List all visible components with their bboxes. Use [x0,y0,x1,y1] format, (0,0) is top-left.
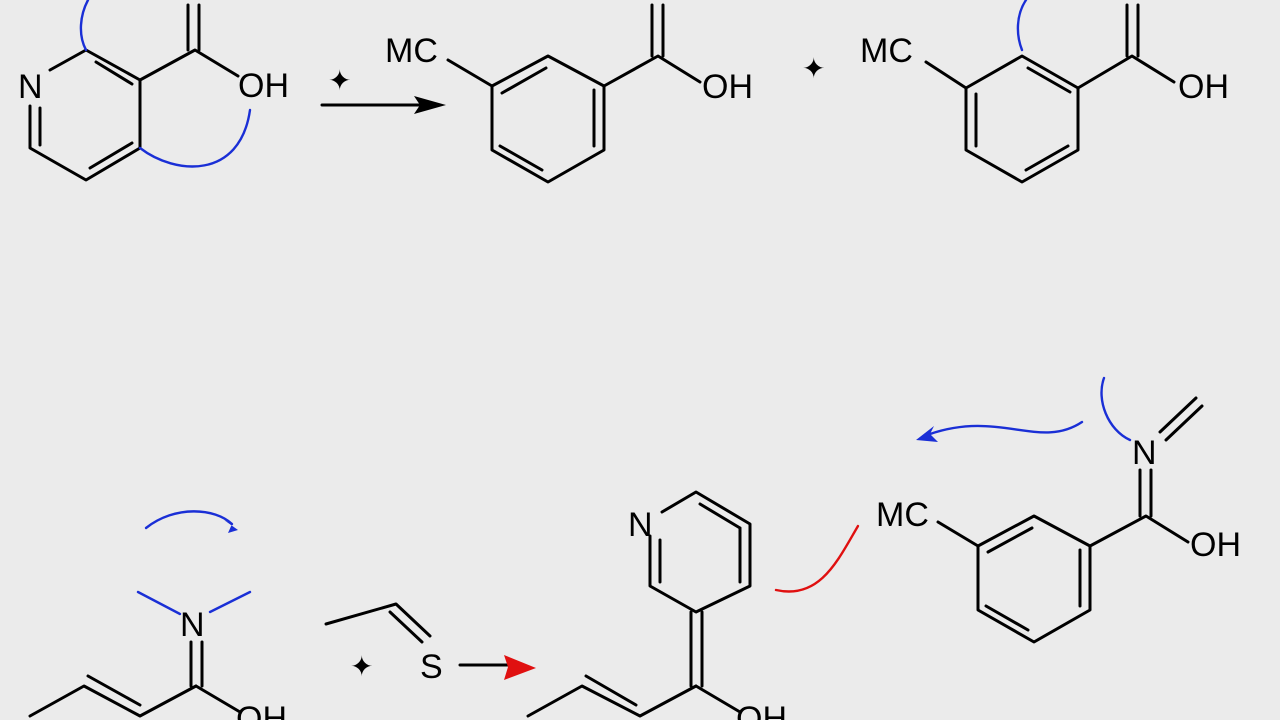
ring-bonds-1 [28,48,142,182]
atom-label-n-right: N [1132,434,1157,472]
ring-double-bonds-1 [38,60,134,170]
cn-double-bond [1138,468,1153,518]
sparkle-plus-2: ✦ [802,52,825,85]
atom-label-mc3: MC [876,496,929,534]
atom-label-oh-right: OH [1190,526,1241,564]
pyridine-double-bonds [658,502,742,584]
ring-bonds-3 [924,54,1080,184]
atom-label-n1: N [18,68,43,106]
molecule-thio-fragment: S [324,602,443,686]
sparkle-plus-3: ✦ [350,650,373,683]
ring-double-bonds-3 [974,66,1072,172]
molecule-amidine-fragment: N OH [28,510,287,720]
atom-label-n-imine: N [180,606,205,644]
curved-arrow-blue-5 [928,420,1084,436]
sparkle-plus-1: ✦ [328,64,351,97]
atom-label-mc2: MC [860,32,913,70]
molecule-mc-benzoic-acid-meta: MC OH [385,3,753,184]
curved-arrow-blue-4 [144,510,234,530]
ring-double-bonds-right [984,526,1082,632]
curved-arrow-blue-3 [1016,0,1028,52]
imine-bonds [1158,396,1204,442]
carboxyl-bonds-1 [138,3,240,82]
carboxyl-bonds-3 [1076,3,1176,90]
reaction-arrow-red [458,655,536,680]
molecule-mc-imine: N MC OH [876,376,1241,644]
molecule-mc-benzoic-acid-2: MC OH [860,0,1229,184]
molecule-pyridine-carboxylic-acid: N OH [18,0,289,182]
atom-label-s: S [420,648,443,686]
ring-bonds-right [936,514,1190,644]
carboxyl-bonds-2 [602,3,702,88]
curved-arrow-blue-2 [138,108,252,168]
exocyclic-double-bond [689,610,704,688]
ring-double-bonds-2 [498,66,596,172]
atom-label-n-pyridine: N [628,506,653,544]
amidine-bonds [28,640,242,718]
atom-label-mc1: MC [385,32,438,70]
atom-label-oh1: OH [238,67,289,105]
product-chain-bonds [526,674,742,718]
atom-label-oh3: OH [1178,68,1229,106]
reaction-arrow-black [320,96,446,114]
molecule-pyridyl-product: N OH [526,490,787,720]
red-arrow-head [504,655,536,680]
thio-bonds [324,602,432,644]
curved-arrow-red [774,524,860,593]
atom-label-oh2: OH [702,68,753,106]
curved-arrow-blue-1 [79,0,90,52]
curved-arrow-blue-6 [1100,376,1132,442]
ring-bonds-2 [446,54,606,184]
blue-arrow-head-5 [916,426,938,442]
pyridine-ring-bonds [648,490,752,614]
atom-label-oh-bottom-left: OH [236,700,287,720]
n-methyl-bond-right [208,590,252,614]
atom-label-oh-bottom-mid: OH [736,700,787,720]
arrow-head [414,96,446,114]
blue-arrow-head-4 [224,520,238,533]
n-methyl-bond-left [136,590,182,616]
